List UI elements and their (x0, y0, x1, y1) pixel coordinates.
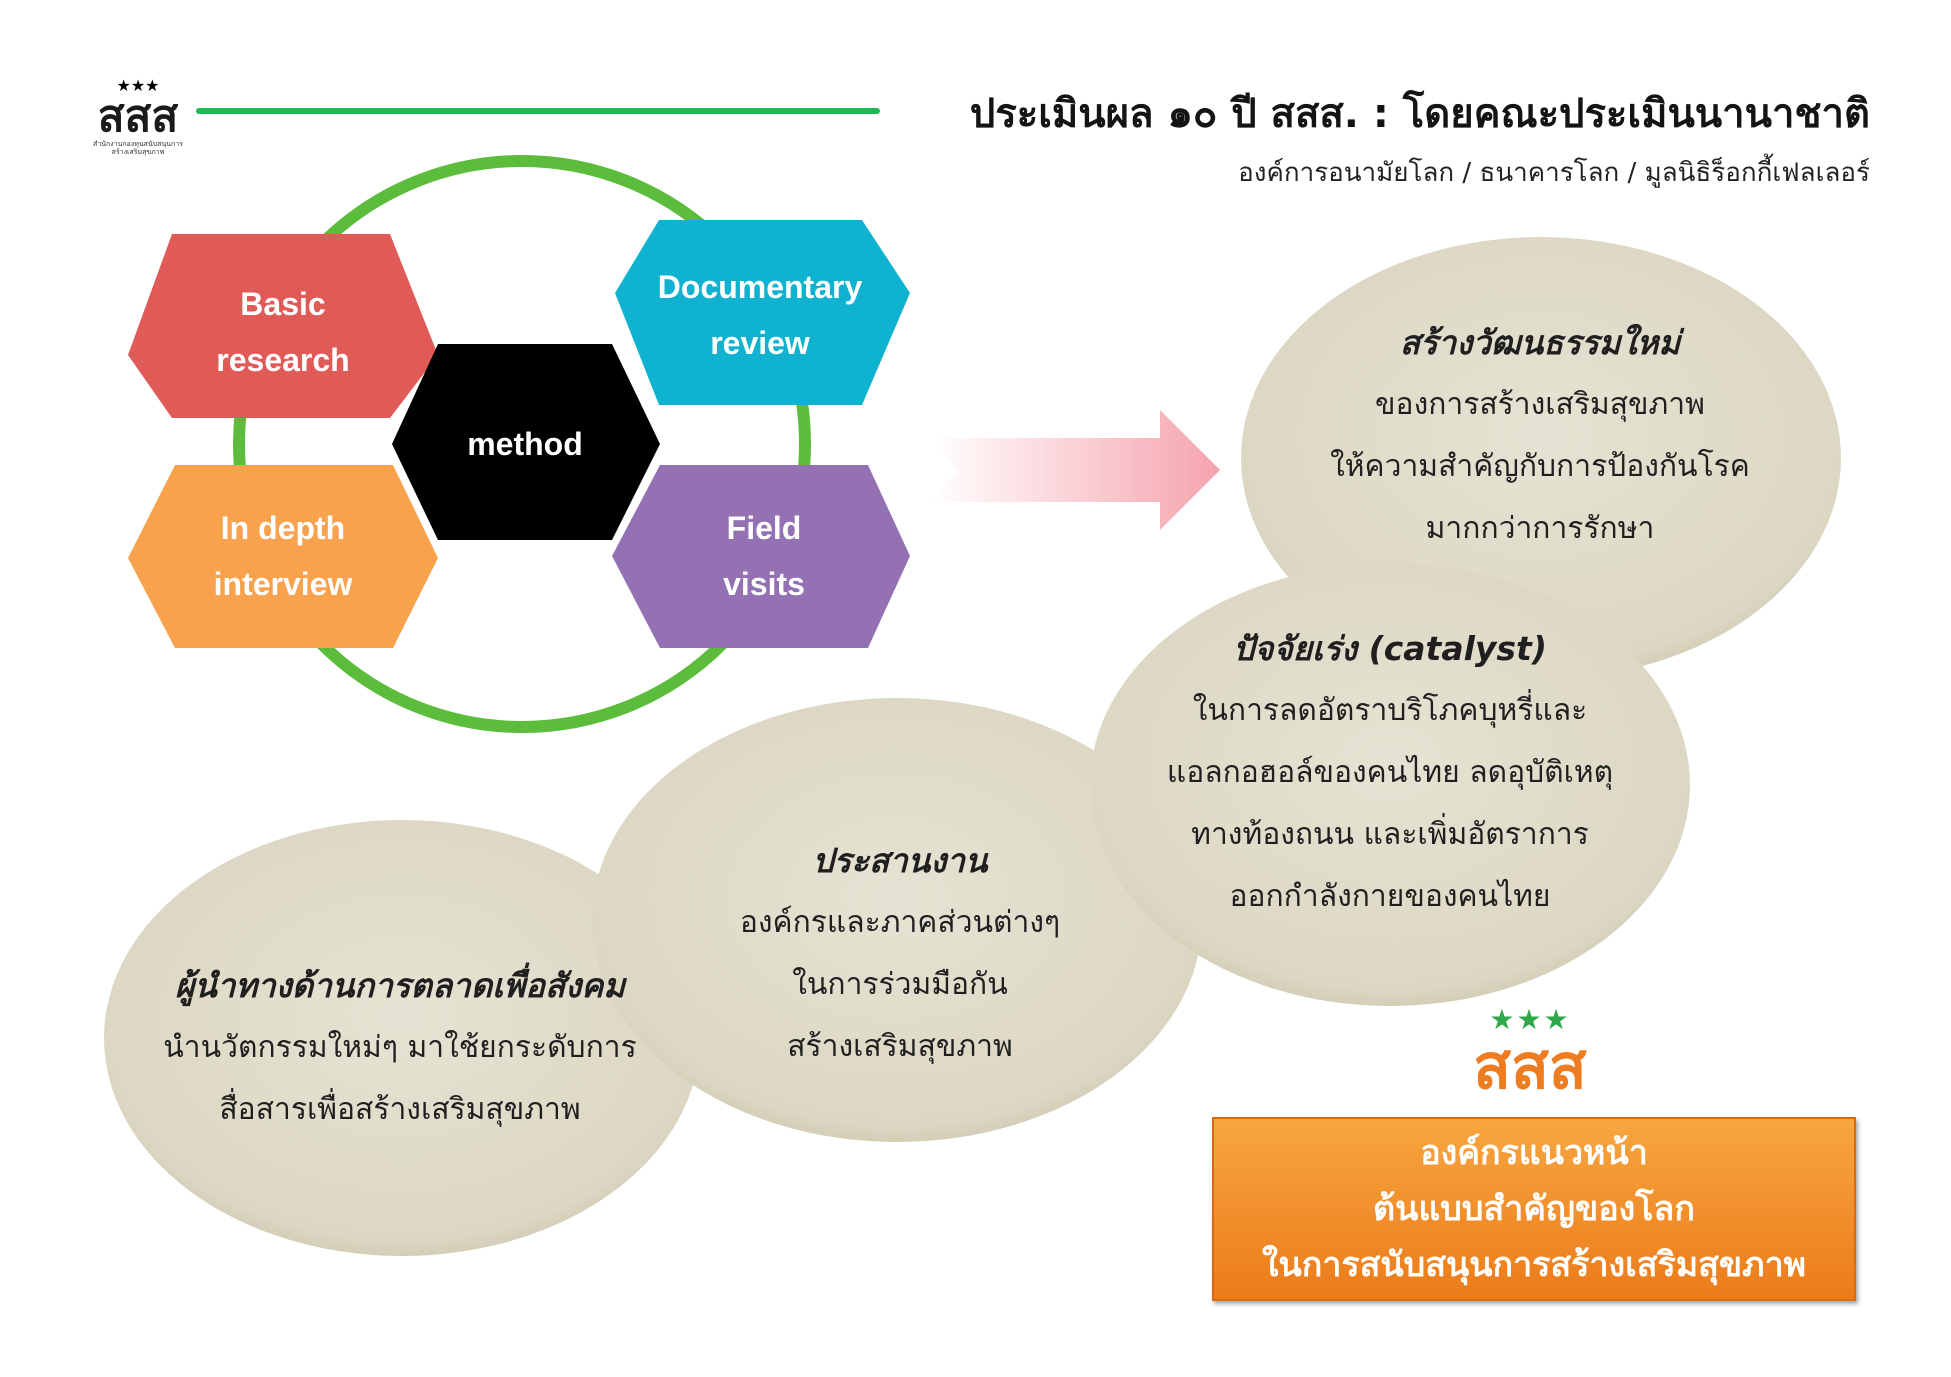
marketing-line-2: สื่อสารเพื่อสร้างเสริมสุขภาพ (219, 1092, 581, 1127)
catalyst-line-3: ทางท้องถนน และเพิ่มอัตราการ (1191, 817, 1589, 852)
catalyst-line-1: ในการลดอัตราบริโภคบุหรี่และ (1192, 693, 1588, 728)
tagline-line-2: ต้นแบบสำคัญของโลก (1373, 1189, 1695, 1229)
method-ring (233, 155, 811, 733)
culture-line-3: มากกว่าการรักษา (1425, 511, 1655, 546)
logo-subtext: สำนักงานกองทุนสนับสนุนการสร้างเสริมสุขภา… (93, 140, 183, 156)
label-visits: visits (723, 566, 805, 602)
coordination-line-3: สร้างเสริมสุขภาพ (787, 1029, 1013, 1064)
label-in-depth: In depth (220, 510, 346, 546)
catalyst-heading: ปัจจัยเร่ง (catalyst) (1233, 629, 1547, 668)
sss-logo: ★★★ สสส สำนักงานกองทุนสนับสนุนการสร้างเส… (88, 76, 188, 157)
brand-stars-icon: ★★★ (1489, 1003, 1571, 1036)
culture-line-1: ของการสร้างเสริมสุขภาพ (1375, 387, 1705, 422)
culture-heading: สร้างวัฒนธรรมใหม่ (1399, 323, 1681, 362)
label-method-text: method (467, 426, 583, 462)
result-arrow-icon (930, 410, 1220, 530)
label-basic-research: Basic research (172, 262, 394, 402)
text-catalyst: ปัจจัยเร่ง (catalyst) ในการลดอัตราบริโภค… (1100, 618, 1680, 928)
marketing-heading: ผู้นำทางด้านการตลาดเพื่อสังคม (174, 966, 626, 1005)
label-field-visits: Field visits (660, 486, 868, 626)
text-marketing: ผู้นำทางด้านการตลาดเพื่อสังคม นำนวัตกรรม… (130, 955, 670, 1141)
ellipse-coordination (592, 698, 1202, 1142)
ellipse-marketing (104, 820, 700, 1256)
label-interview: interview (213, 566, 353, 602)
ellipse-catalyst (1090, 564, 1690, 1006)
culture-line-2: ให้ความสำคัญกับการป้องกันโรค (1330, 449, 1750, 484)
label-research: research (216, 342, 350, 378)
text-coordination: ประสานงาน องค์กรและภาคส่วนต่างๆ ในการร่ว… (700, 830, 1100, 1078)
label-basic: Basic (240, 286, 326, 322)
hex-in-depth-interview (128, 465, 438, 648)
tagline-line-3: ในการสนับสนุนการสร้างเสริมสุขภาพ (1261, 1245, 1807, 1285)
hex-field-visits (612, 465, 910, 648)
label-method: method (438, 410, 612, 478)
coordination-heading: ประสานงาน (812, 841, 988, 880)
header-divider (196, 108, 880, 114)
label-documentary: Documentary (657, 269, 863, 305)
coordination-line-1: องค์กรและภาคส่วนต่างๆ (739, 905, 1061, 940)
text-culture: สร้างวัฒนธรรมใหม่ ของการสร้างเสริมสุขภาพ… (1280, 312, 1800, 560)
hex-basic-research (128, 234, 438, 418)
tagline-box: องค์กรแนวหน้า ต้นแบบสำคัญของโลก ในการสนั… (1212, 1117, 1856, 1301)
logo-text: สสส (97, 91, 179, 142)
label-in-depth-interview: In depth interview (172, 486, 394, 626)
page-title: ประเมินผล ๑๐ ปี สสส. : โดยคณะประเมินนานา… (969, 91, 1870, 137)
catalyst-line-2: แอลกอฮอล์ของคนไทย ลดอุบัติเหตุ (1166, 755, 1614, 790)
hex-documentary-review (615, 220, 910, 405)
logo-stars-icon: ★★★ (116, 76, 160, 95)
sss-brand-logo: ★★★ สสส (1430, 1005, 1630, 1099)
tagline-line-1: องค์กรแนวหน้า (1420, 1133, 1648, 1173)
label-field: Field (726, 510, 802, 546)
brand-logo-text: สสส (1473, 1030, 1587, 1103)
page-subtitle: องค์การอนามัยโลก / ธนาคารโลก / มูลนิธิร็… (1238, 158, 1870, 188)
marketing-line-1: นำนวัตกรรมใหม่ๆ มาใช้ยกระดับการ (163, 1030, 637, 1065)
hex-method-center (392, 344, 660, 540)
label-review: review (710, 325, 810, 361)
coordination-line-2: ในการร่วมมือกัน (792, 967, 1008, 1002)
label-documentary-review: Documentary review (655, 240, 865, 390)
catalyst-line-4: ออกกำลังกายของคนไทย (1229, 879, 1551, 914)
